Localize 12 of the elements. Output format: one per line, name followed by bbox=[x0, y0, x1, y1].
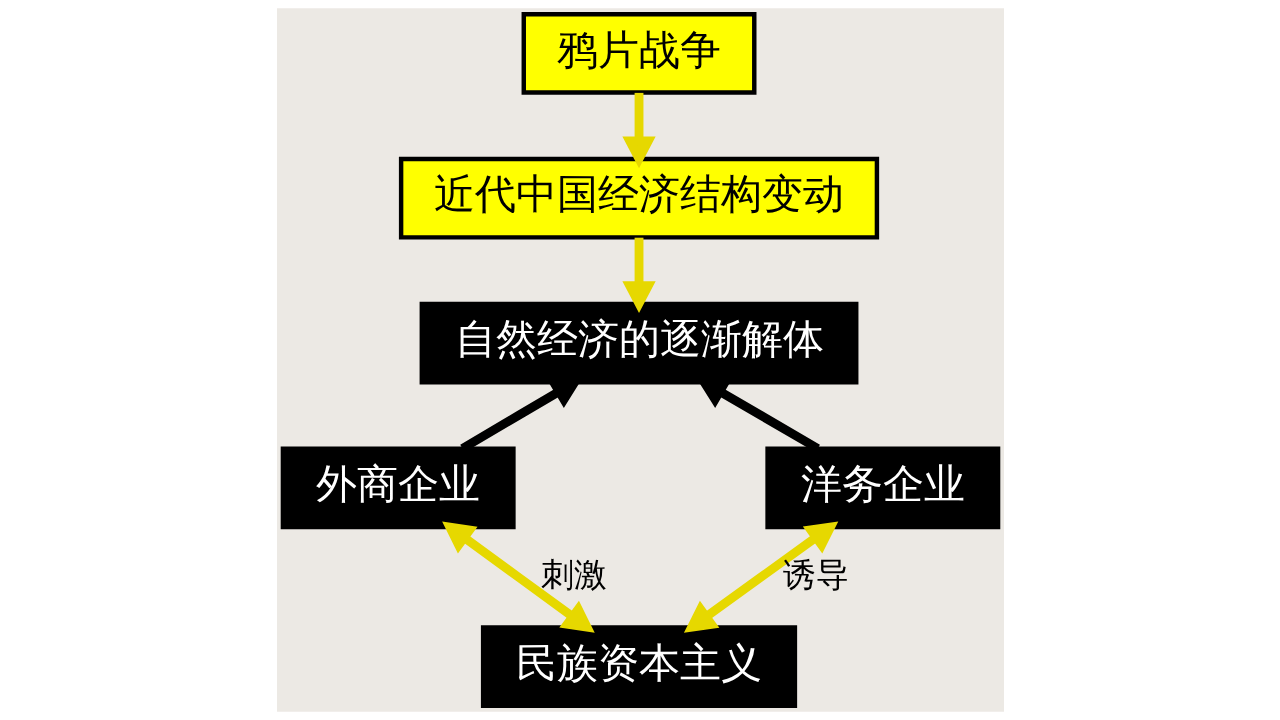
arrow bbox=[621, 237, 656, 313]
node-box: 自然经济的逐渐解体 bbox=[419, 301, 858, 385]
node-box: 外商企业 bbox=[280, 446, 516, 530]
node-box: 洋务企业 bbox=[764, 446, 1000, 530]
node-box: 民族资本主义 bbox=[480, 625, 797, 708]
arrow bbox=[441, 521, 595, 633]
edge-label: 刺激 bbox=[540, 555, 607, 594]
edge-label: 诱导 bbox=[782, 555, 849, 594]
node-box: 鸦片战争 bbox=[521, 12, 756, 95]
arrow bbox=[683, 521, 838, 633]
node-box: 近代中国经济结构变动 bbox=[398, 156, 879, 240]
arrow bbox=[621, 92, 656, 169]
